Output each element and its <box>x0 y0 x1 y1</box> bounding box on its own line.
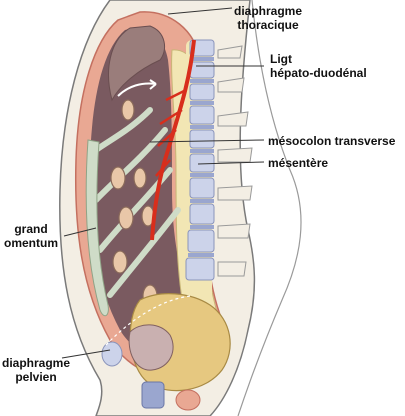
spine <box>185 39 253 320</box>
leader-lines <box>61 7 265 359</box>
back-outline <box>237 0 302 416</box>
flow-arrow <box>117 82 157 97</box>
pubic-bone <box>101 341 123 367</box>
omentum-folds <box>93 107 181 298</box>
liver <box>108 25 166 102</box>
label-grand-omentum: grand omentum <box>4 222 58 250</box>
label-mesentere: mésentère <box>268 156 329 170</box>
label-mesocolon-transverse: mésocolon transverse <box>268 134 396 148</box>
label-diaphragme-pelvien: diaphragme pelvien <box>2 356 71 384</box>
label-ligt-hepato-duodenal: Ligt hépato-duodénal <box>270 52 367 80</box>
omentum-sheet <box>85 139 109 317</box>
bladder <box>128 324 174 371</box>
pelvic-floor-outlet <box>141 381 165 409</box>
abdominal-cavity <box>89 28 195 357</box>
artery-branches <box>155 88 187 177</box>
aorta <box>150 39 196 241</box>
flow-arrow-head <box>149 79 157 90</box>
coccyx <box>175 389 201 411</box>
label-diaphragme-thoracique: diaphragme thoracique <box>234 4 303 32</box>
